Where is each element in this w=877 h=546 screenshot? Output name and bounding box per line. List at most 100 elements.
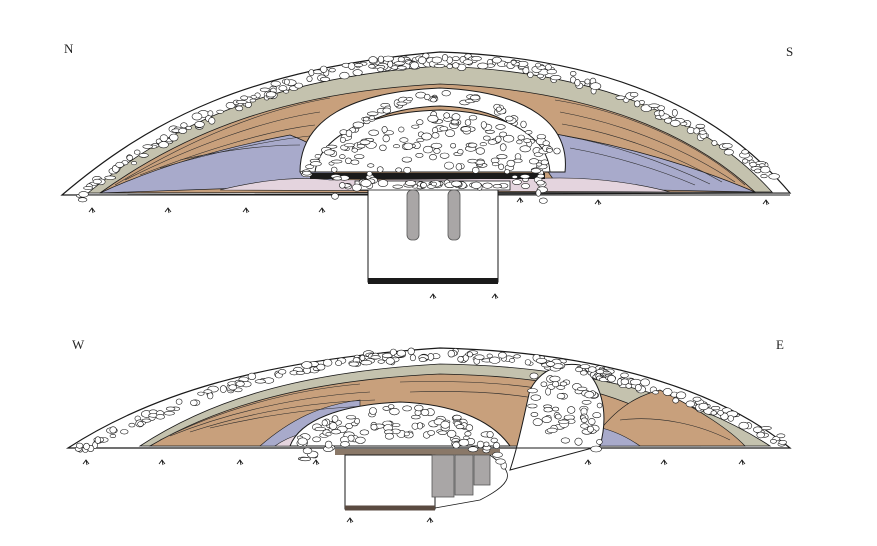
stone [584,78,591,85]
stone [648,103,660,108]
stone [450,143,456,149]
stone [331,166,338,173]
stone [695,123,706,129]
stone [540,159,549,166]
stone [495,124,506,130]
stone [580,417,588,423]
stone [395,167,403,173]
stone [83,186,93,190]
stone [131,161,138,166]
stone [278,85,288,92]
stone [450,119,459,125]
stone [596,439,603,445]
stone [469,94,480,101]
stone [376,166,384,173]
stone [418,56,427,65]
stone [294,82,303,89]
stone [458,438,470,447]
stone [120,429,129,435]
stone [499,143,507,152]
stone [552,381,560,388]
stone [429,154,437,161]
level-marker [429,293,437,300]
stone [512,179,522,185]
stone [698,130,707,135]
stone [236,100,248,104]
stone [368,115,375,120]
stone [467,351,473,358]
stone [409,61,419,70]
stone [523,138,532,143]
stone [504,169,510,175]
stone [203,389,213,394]
stone [367,111,379,116]
stone [416,138,425,143]
stone [584,391,595,399]
stone [477,62,489,70]
stone [738,421,749,430]
stone [417,422,423,430]
stone [155,414,165,420]
stone [420,182,427,188]
stone [490,437,498,443]
stone [360,179,372,188]
stone [545,387,551,396]
stone [587,425,594,433]
stone [741,158,749,164]
stone [629,378,642,386]
stone [658,110,665,117]
stone [185,125,192,130]
stone [348,361,360,367]
stone [474,354,485,360]
stone [433,148,441,154]
stone [228,384,237,391]
stone [545,361,555,367]
stone [569,70,577,77]
stone [527,71,534,79]
stone [354,63,364,68]
south-label: S [786,44,793,59]
level-marker [738,459,746,466]
stone-texture-top [75,52,780,204]
stone [467,158,478,164]
stone [672,397,680,404]
stone [634,384,642,392]
stone [389,408,400,416]
stone [441,90,451,97]
stone [536,162,542,167]
stone [306,75,313,82]
stone [352,121,364,129]
stone [259,87,270,93]
stone [397,56,405,63]
stone-texture-bottom [74,347,787,470]
stone [360,360,373,366]
stone [325,432,332,437]
stone [340,441,350,448]
stone [540,381,548,387]
stone [331,415,339,423]
stone [265,91,277,98]
clay-strata-lines [114,97,746,186]
stone [369,407,377,415]
stone [396,349,406,357]
stone [396,65,407,70]
stone [640,378,650,387]
north-south-section: N S [60,41,793,284]
stone [468,115,478,121]
stone [165,406,176,411]
stone [535,189,542,197]
stone [595,369,605,374]
stone [249,98,256,103]
stone [254,379,266,384]
stone [452,62,460,69]
stone [401,156,413,163]
stone [489,356,501,364]
stone [355,436,366,444]
stone [510,60,517,65]
stone [753,426,763,433]
stone [439,126,449,132]
stone [446,429,457,438]
stone [382,134,390,143]
stone [496,154,508,160]
stone [476,440,485,449]
